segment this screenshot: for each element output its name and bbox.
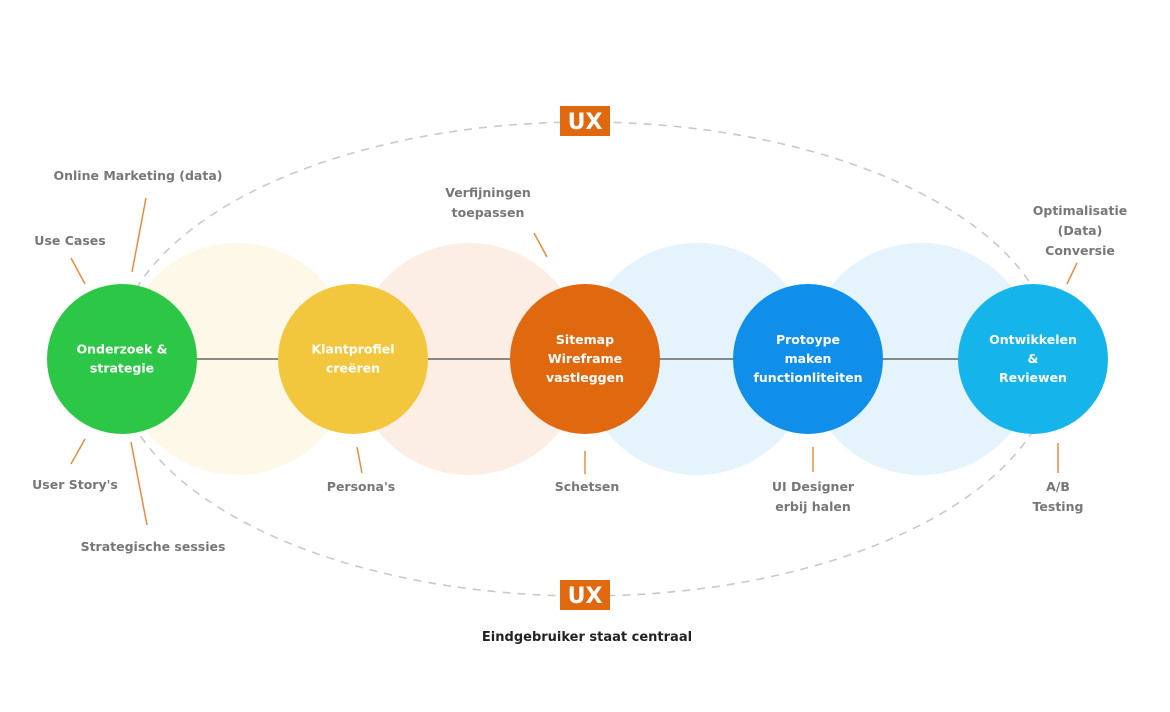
annotation-user-storys: User Story's (32, 477, 118, 492)
ux-badge-top: UX (560, 106, 610, 136)
annotation-label: Strategische sessies (81, 539, 226, 554)
process-step-label: strategie (90, 361, 154, 376)
annotation-label: A/B (1046, 479, 1070, 494)
process-step-ontwikkelen: Ontwikkelen & Reviewen (958, 284, 1108, 434)
process-step-onderzoek: Onderzoek & strategie (47, 284, 197, 434)
process-step-circle (958, 284, 1108, 434)
process-steps: Onderzoek & strategie Klantprofiel creëren S… (47, 284, 1108, 434)
process-step-label: creëren (326, 361, 380, 376)
process-step-klantprofiel: Klantprofiel creëren (278, 284, 428, 434)
process-step-label: Reviewen (999, 370, 1067, 385)
process-step-label: Protoype (776, 332, 840, 347)
annotation-label: Use Cases (34, 233, 105, 248)
process-step-label: Ontwikkelen (989, 332, 1077, 347)
annotation-leader-line (70, 438, 86, 465)
annotation-verfijningen: Verfijningen toepassen (445, 185, 531, 220)
annotation-leader-line (1066, 262, 1078, 285)
process-step-label: Klantprofiel (311, 342, 394, 357)
annotation-leader-line (356, 446, 363, 474)
annotation-label: Testing (1033, 499, 1084, 514)
process-step-prototype: Protoype maken functionliteiten (733, 284, 883, 434)
annotation-label: erbij halen (775, 499, 851, 514)
annotation-leader-line (533, 232, 548, 258)
process-step-label: Onderzoek & (76, 342, 167, 357)
annotation-online-marketing: Online Marketing (data) (54, 168, 223, 183)
annotation-leader-line (130, 441, 148, 526)
ux-badge-top-label: UX (568, 110, 603, 135)
annotation-optimalisatie: Optimalisatie (Data) Conversie (1033, 203, 1127, 258)
annotation-leader-line (131, 197, 147, 273)
annotation-label: Conversie (1045, 243, 1115, 258)
process-step-label: Sitemap (556, 332, 614, 347)
process-step-label: Wireframe (548, 351, 622, 366)
process-step-label: & (1028, 351, 1039, 366)
annotation-label: toepassen (452, 205, 525, 220)
annotation-strategische-sessies: Strategische sessies (81, 539, 226, 554)
annotation-ab-testing: A/B Testing (1033, 479, 1084, 514)
annotation-label: UI Designer (772, 479, 855, 494)
annotation-use-cases: Use Cases (34, 233, 105, 248)
annotation-label: (Data) (1058, 223, 1103, 238)
process-step-circle (733, 284, 883, 434)
annotation-personas: Persona's (327, 479, 395, 494)
process-step-label: functionliteiten (753, 370, 862, 385)
process-step-circle (510, 284, 660, 434)
process-step-circle (47, 284, 197, 434)
process-step-circle (278, 284, 428, 434)
ux-badge-top-box (560, 106, 610, 136)
annotation-ui-designer: UI Designer erbij halen (772, 479, 855, 514)
annotation-label: Persona's (327, 479, 395, 494)
process-step-label: vastleggen (546, 370, 624, 385)
ux-badge-bottom-box (560, 580, 610, 610)
annotation-label: Optimalisatie (1033, 203, 1127, 218)
caption: Eindgebruiker staat centraal (482, 630, 692, 645)
ux-badge-bottom-label: UX (568, 584, 603, 609)
process-step-label: maken (785, 351, 832, 366)
annotation-label: Online Marketing (data) (54, 168, 223, 183)
annotation-label: Schetsen (555, 479, 620, 494)
annotation-schetsen: Schetsen (555, 479, 620, 494)
annotation-lines (70, 197, 1078, 526)
ux-badge-bottom: UX (560, 580, 610, 610)
annotation-label: Verfijningen (445, 185, 531, 200)
annotation-leader-line (70, 257, 86, 285)
annotation-label: User Story's (32, 477, 118, 492)
